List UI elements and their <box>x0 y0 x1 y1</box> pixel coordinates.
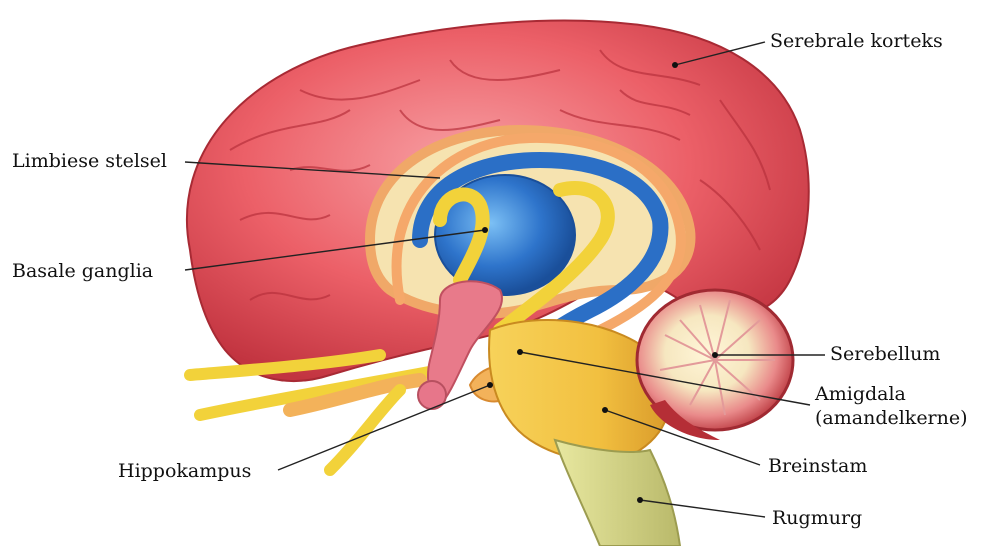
label-basal-ganglia: Basale ganglia <box>12 260 153 282</box>
label-cerebral-cortex: Serebrale korteks <box>770 30 943 52</box>
label-limbic-system: Limbiese stelsel <box>12 150 167 172</box>
label-amygdala-alt: (amandelkerne) <box>815 407 968 429</box>
label-hippocampus: Hippokampus <box>118 460 251 482</box>
label-brainstem: Breinstam <box>768 455 867 477</box>
label-cerebellum: Serebellum <box>830 343 940 365</box>
label-amygdala: Amigdala <box>815 383 906 405</box>
spinal-cord-shape <box>555 440 680 546</box>
cerebellum-shape <box>637 290 793 440</box>
label-spinal-cord: Rugmurg <box>772 507 862 529</box>
